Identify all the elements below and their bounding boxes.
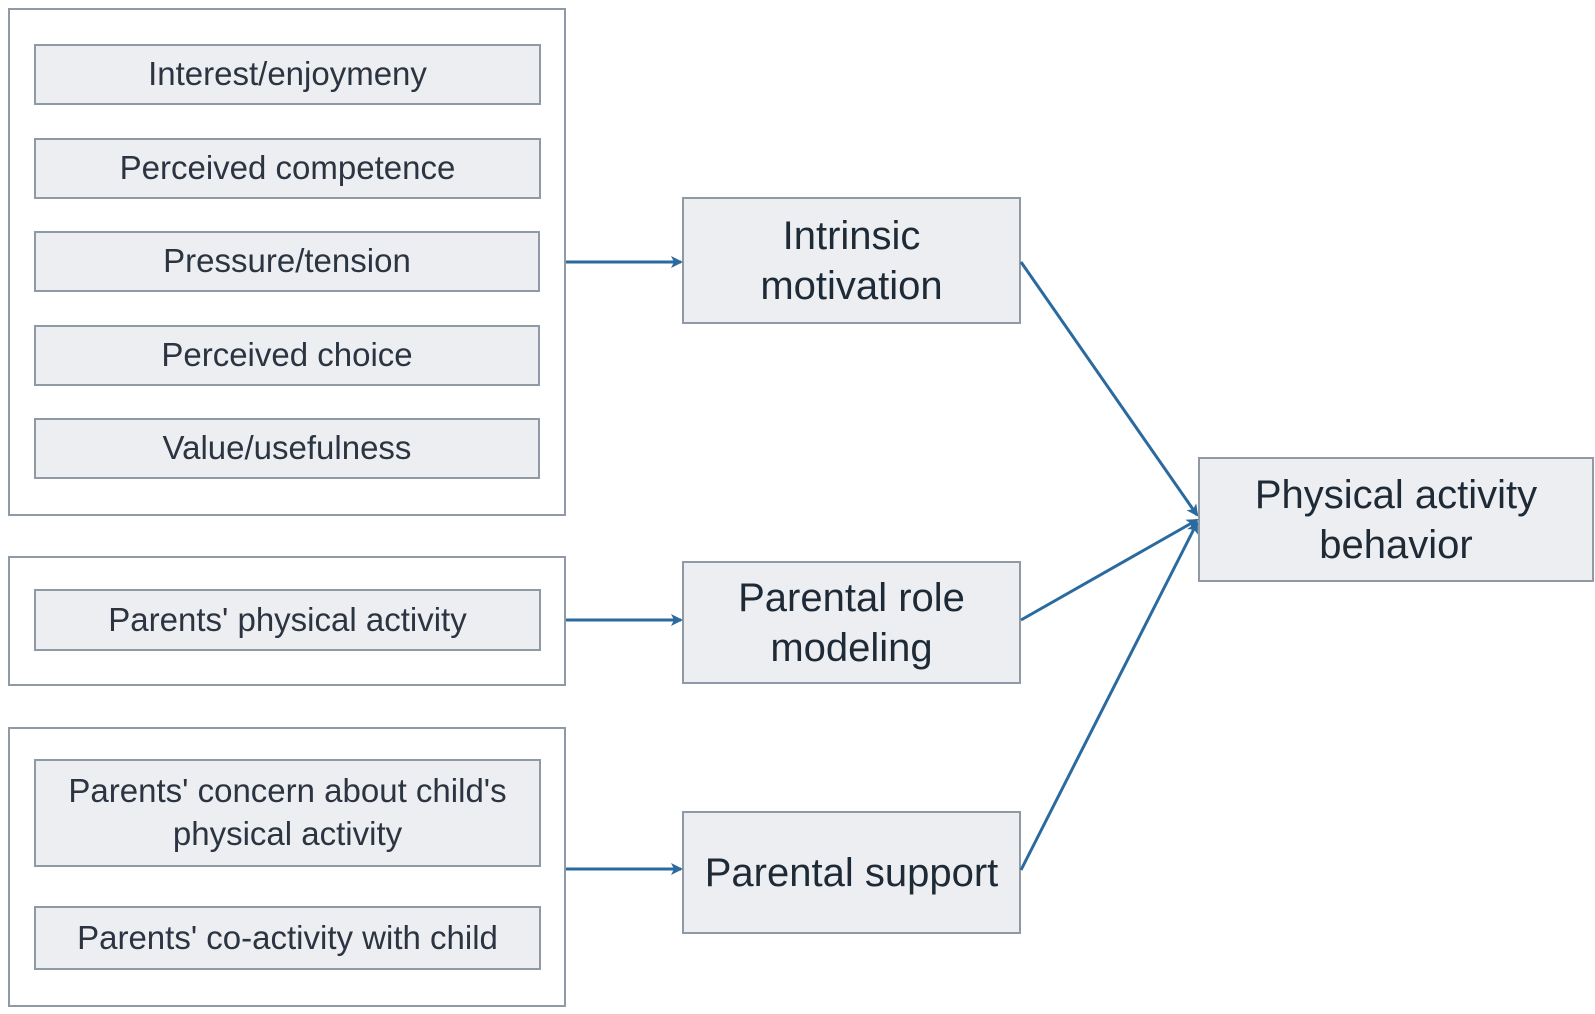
factor-parents-co-activity: Parents' co-activity with child (34, 906, 541, 970)
arrow-modeling-to-behavior (1020, 518, 1199, 622)
node-physical-activity-behavior: Physical activity behavior (1198, 457, 1594, 582)
factor-parents-physical-activity: Parents' physical activity (34, 589, 541, 651)
factor-parents-concern: Parents' concern about child's physical … (34, 759, 541, 867)
node-intrinsic-motivation: Intrinsic motivation (682, 197, 1021, 324)
factor-perceived-choice: Perceived choice (34, 325, 540, 386)
factor-perceived-competence: Perceived competence (34, 138, 541, 199)
factor-value-usefulness: Value/usefulness (34, 418, 540, 479)
factor-pressure-tension: Pressure/tension (34, 231, 540, 292)
node-parental-support: Parental support (682, 811, 1021, 934)
node-parental-role-modeling: Parental role modeling (682, 561, 1021, 684)
arrow-support-to-behavior (1019, 521, 1199, 871)
arrow-intrinsic-to-behavior (1019, 261, 1199, 517)
factor-interest-enjoyment: Interest/enjoymeny (34, 44, 541, 105)
